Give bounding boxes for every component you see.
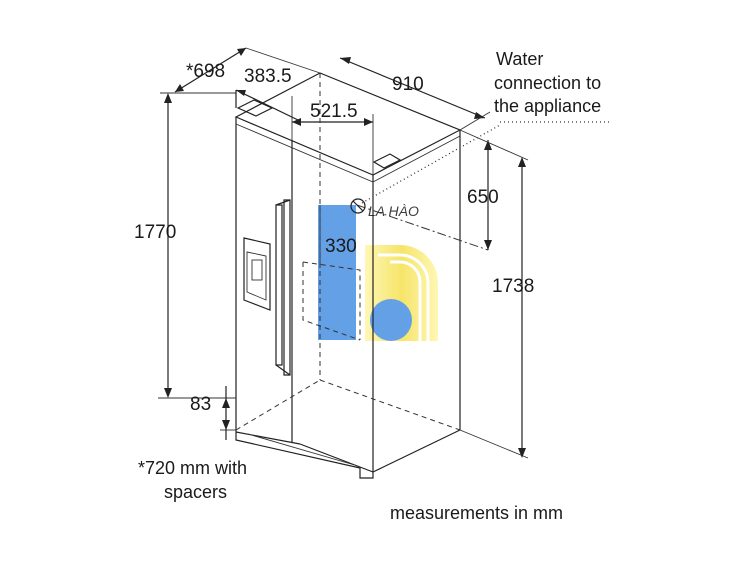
watermark-text: LA HÀO xyxy=(368,203,419,219)
watermark-blue-circle xyxy=(370,299,412,341)
dim-height-body: 1738 xyxy=(492,276,534,297)
notes: Water connection to the appliance *720 m… xyxy=(138,49,601,523)
watermark-blue-bar xyxy=(318,205,356,340)
dim-depth-spacers: *698 xyxy=(186,61,225,82)
water-connection-line-2: connection to xyxy=(494,73,601,93)
dim-width: 910 xyxy=(392,74,424,95)
dim-height-total: 1770 xyxy=(134,222,176,243)
water-connection-symbol xyxy=(350,121,612,214)
dim-base-height: 83 xyxy=(190,394,211,415)
dim-door-right-width: 383.5 xyxy=(244,66,292,87)
spacers-note-line-2: spacers xyxy=(164,482,227,502)
dimension-lines xyxy=(158,47,529,459)
dim-water-height: 650 xyxy=(467,187,499,208)
fridge-outline xyxy=(234,72,462,479)
dimension-labels: *698 383.5 910 521.5 1770 650 330 1738 8… xyxy=(134,61,534,415)
water-connection-line-1: Water xyxy=(496,49,543,69)
units-note: measurements in mm xyxy=(390,503,563,523)
spacers-note-line-1: *720 mm with xyxy=(138,458,247,478)
watermark-logo: LA HÀO xyxy=(318,203,438,341)
dim-dispenser-height: 330 xyxy=(325,236,357,257)
dim-door-left-width: 521.5 xyxy=(310,101,358,122)
water-connection-line-3: the appliance xyxy=(494,96,601,116)
